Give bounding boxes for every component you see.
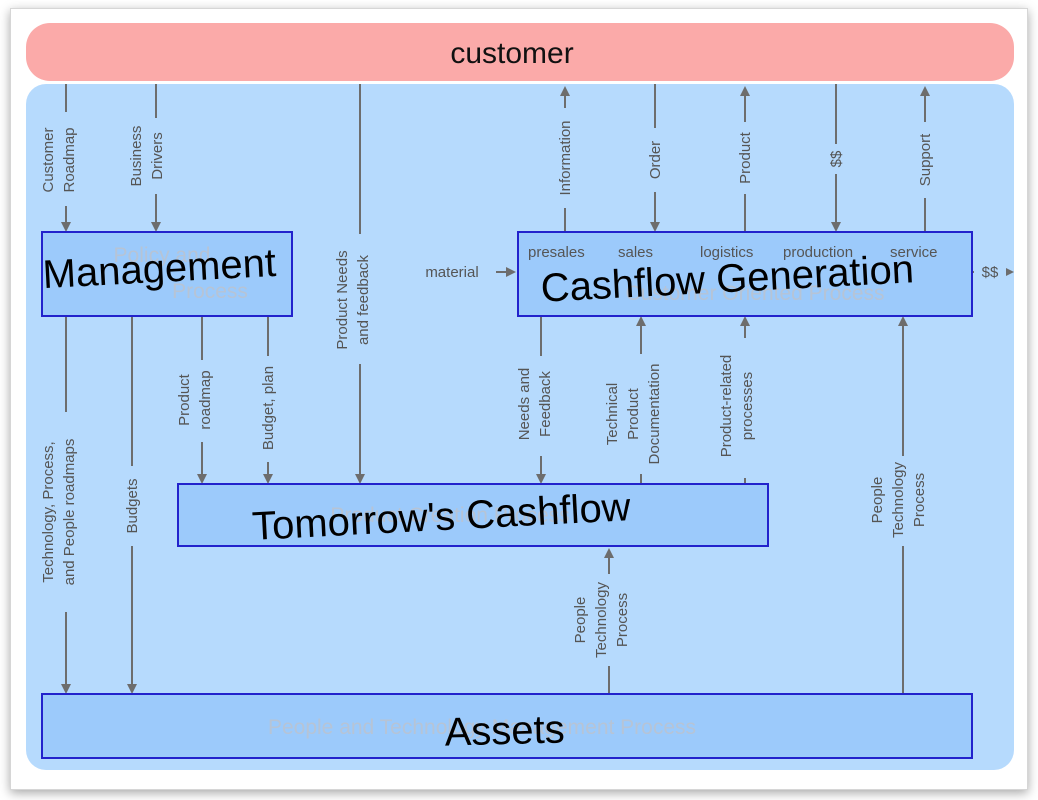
label-budget-plan: Budget, plan [260,366,277,450]
stage-sales: sales [618,244,653,261]
management-box[interactable]: Policy and Process Management [41,231,293,317]
assets-title: Assets [444,707,565,754]
stage-service: service [890,244,938,261]
stage-production: production [783,244,853,261]
tomorrow-subtitle: Product Creation Process [330,504,569,527]
label-order: Order [647,141,664,179]
label-money: $$ [828,150,845,167]
assets-subtitle: People and Technology Management Process [268,716,696,739]
label-masks [36,108,1006,666]
label-product: Product [737,131,754,184]
label-tech-roadmaps: Technology, Process,and People roadmaps [40,439,78,586]
stage-presales: presales [528,244,585,261]
label-material: material [425,264,478,281]
label-information: Information [557,120,574,195]
customer-label: customer [450,37,573,70]
cashflow-generation-box[interactable]: presales sales logistics production serv… [517,231,973,317]
assets-box[interactable]: People and Technology Management Process… [41,693,973,759]
tomorrows-cashflow-box[interactable]: Product Creation Process Tomorrow's Cash… [177,483,769,549]
management-subtitle: Policy and [114,244,211,267]
customer-bar[interactable] [26,23,1014,81]
cashflow-subtitle: Customer Oriented Process [625,282,884,305]
label-budgets: Budgets [124,478,141,533]
stage-logistics: logistics [700,244,753,261]
label-money-out: $$ [982,264,999,281]
label-support: Support [917,133,934,186]
management-subtitle-2: Process [172,280,248,303]
